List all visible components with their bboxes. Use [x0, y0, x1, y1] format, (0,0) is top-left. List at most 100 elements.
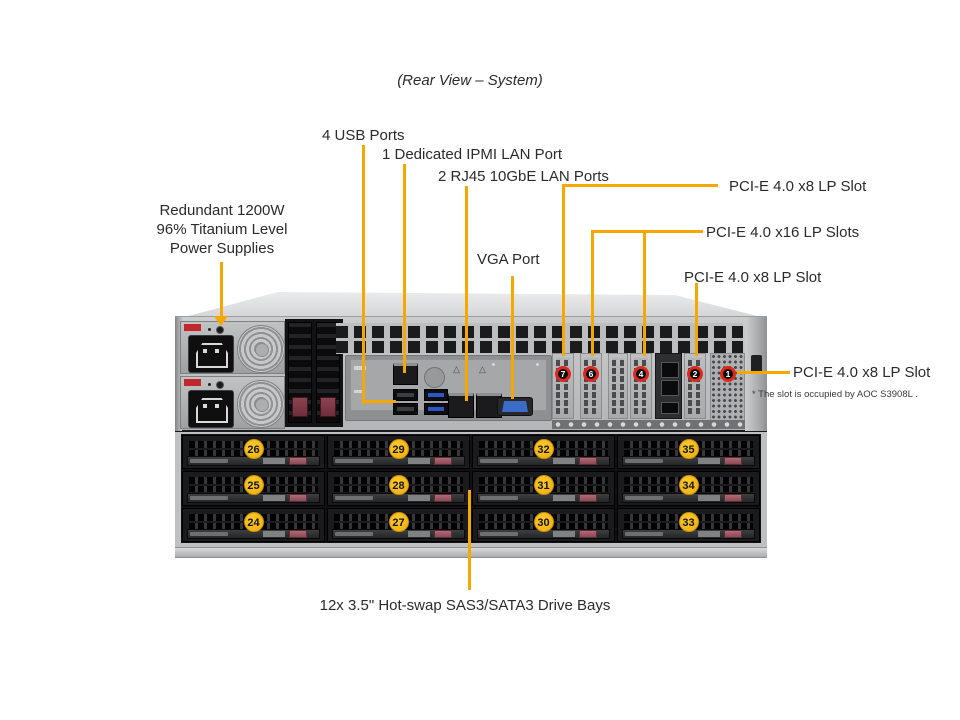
tray-release-button: [724, 529, 742, 538]
io-port-recess: △ △: [345, 355, 552, 421]
pci-slot-number-badge: 7: [555, 366, 571, 382]
tray-release-button: [724, 457, 742, 466]
rear-tray-latch: [292, 397, 308, 417]
tray-grey-block: [553, 494, 575, 501]
drive-number-badge: 27: [388, 511, 409, 532]
drive-tray: 35: [617, 435, 760, 470]
rear-drive-tray: [316, 322, 340, 423]
psu1-inlet-outline: [196, 343, 228, 368]
tray-grey-block: [263, 530, 285, 537]
rear-vent-holes: [336, 323, 743, 354]
drive-tray: 33: [617, 507, 760, 542]
psu1-fan-hub: [255, 343, 269, 357]
usb3-tongue: [428, 393, 444, 397]
drive-number-badge: 30: [533, 511, 554, 532]
card-connector: [661, 380, 679, 396]
tray-tab: [335, 459, 373, 464]
tray-release-button: [289, 457, 307, 466]
psu1-pin: [215, 349, 219, 353]
callout-line-usb-vertical: [362, 145, 365, 404]
usb-tongue: [397, 393, 414, 397]
tray-tab: [625, 459, 663, 464]
drive-tray: 32: [472, 435, 615, 470]
usb-port: [393, 403, 418, 415]
drive-tray: 28: [327, 471, 470, 506]
label-pcie-x16: PCI-E 4.0 x16 LP Slots: [706, 224, 860, 241]
label-pcie-x8-mid: PCI-E 4.0 x8 LP Slot: [684, 269, 822, 286]
drive-tray: 30: [472, 507, 615, 542]
card-connector: [661, 402, 679, 414]
psu1-status-led: [208, 328, 211, 331]
label-rj45-lan: 2 RJ45 10GbE LAN Ports: [438, 168, 609, 185]
psu2-warning-sticker: [184, 379, 201, 386]
vga-screw: [536, 363, 539, 366]
power-supply-2: [180, 376, 285, 429]
label-psu: Redundant 1200W 96% Titanium Level Power…: [137, 201, 307, 258]
callout-line-ipmi: [403, 164, 406, 373]
tray-grey-block: [408, 530, 430, 537]
pci-slot-7-bracket: [552, 353, 574, 419]
chassis-rear-panel: △ △ 7 6 4 2 1: [175, 316, 767, 432]
tray-tab: [190, 495, 228, 500]
psu1-pin: [203, 349, 207, 353]
drive-tray: 26: [182, 435, 325, 470]
callout-line-pcie-mid: [695, 283, 698, 356]
drive-number-badge: 31: [533, 475, 554, 496]
drive-number-badge: 35: [678, 439, 699, 459]
rear-tray-latch: [320, 397, 336, 417]
bracket-vents: [612, 358, 624, 414]
tray-grey-block: [263, 494, 285, 501]
tray-tab: [480, 459, 518, 464]
drive-number-badge: 34: [678, 475, 699, 496]
tray-release-button: [434, 493, 452, 502]
tray-grey-block: [698, 458, 720, 465]
drive-number-badge: 29: [388, 439, 409, 459]
tray-tab: [625, 495, 663, 500]
drive-tray: 34: [617, 471, 760, 506]
psu1-button: [216, 326, 224, 334]
label-psu-line3: Power Supplies: [169, 240, 275, 257]
label-usb-ports: 4 USB Ports: [322, 127, 405, 144]
drive-bay-grid: 26 29 32 35 25 28 31 34 24 27 30 33: [181, 434, 761, 543]
pci-slot-6-bracket: [580, 353, 602, 419]
diagram-title: (Rear View – System): [397, 72, 543, 89]
label-psu-line2: 96% Titanium Level: [156, 221, 288, 238]
pci-slot-empty-bracket: [608, 353, 628, 419]
psu1-ac-inlet: [188, 335, 234, 373]
tray-release-button: [724, 493, 742, 502]
tray-grey-block: [408, 494, 430, 501]
tray-release-button: [434, 457, 452, 466]
warning-triangle-icon: △: [479, 364, 486, 374]
rear-drive-tray: [288, 322, 312, 423]
psu2-ac-inlet: [188, 390, 234, 428]
drive-number-badge: 28: [388, 475, 409, 496]
chassis-left-edge: [175, 317, 182, 431]
drive-tray: 31: [472, 471, 615, 506]
label-pcie-x8-top: PCI-E 4.0 x8 LP Slot: [729, 178, 867, 195]
tray-tab: [625, 531, 663, 536]
tray-grey-block: [263, 458, 285, 465]
psu1-warning-sticker: [184, 324, 201, 331]
pci-slot-number-badge: 2: [687, 366, 703, 382]
label-drive-bays: 12x 3.5" Hot-swap SAS3/SATA3 Drive Bays: [319, 597, 611, 614]
drive-number-badge: 33: [678, 511, 699, 532]
tray-tab: [480, 495, 518, 500]
callout-line-pcie-top-vertical: [562, 184, 565, 356]
drive-number-badge: 24: [243, 511, 264, 532]
callout-line-pcie-right: [737, 371, 790, 374]
chassis-top-lid: [181, 292, 761, 318]
silkscreen-mark: [354, 366, 366, 370]
lan-port-1: [448, 393, 474, 418]
rear-drive-bays: [285, 319, 343, 427]
callout-line-rj45: [465, 186, 468, 401]
callout-line-pcie-x16-vertical-2: [643, 230, 646, 356]
pci-slot-area: 7 6 4 2 1: [552, 353, 745, 431]
psu2-pin: [203, 404, 207, 408]
usb-port: [393, 389, 418, 401]
pci-slot-2-bracket: [684, 353, 706, 419]
tray-grey-block: [553, 458, 575, 465]
usb3-port: [424, 389, 448, 401]
label-psu-line1: Redundant 1200W: [159, 202, 285, 219]
tray-grey-block: [698, 494, 720, 501]
